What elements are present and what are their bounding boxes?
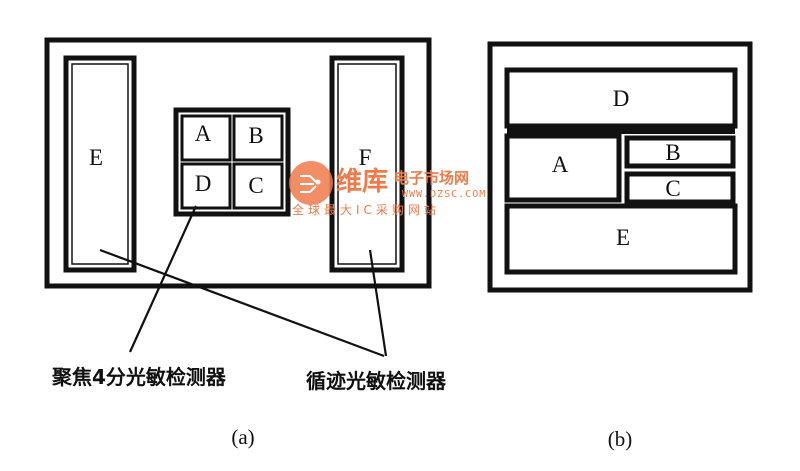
detector-b-e-label: E [616,225,630,250]
watermark: 维库 电子市场网 WWW.DZSC.COM 全球最大IC采购网站 [289,161,486,217]
detector-e-inner [71,63,129,265]
separator-bar [507,128,735,134]
quad-cell-c-label: C [248,173,263,198]
detector-b-a [504,133,622,203]
detector-b-b-label: B [665,140,680,165]
figure-b: D A B C E (b) [487,41,753,451]
quad-cell-a [180,114,232,162]
detector-b-e [504,203,738,275]
figure-a: E F A B D C 聚焦4分光敏检测器 循迹光敏检测器 (a) [44,37,447,449]
quad-cell-d [180,162,232,210]
quad-cell-c [232,162,284,210]
watermark-url: WWW.DZSC.COM [402,189,486,200]
figure-a-sublabel: (a) [231,425,254,449]
detector-b-d-label: D [613,86,630,111]
caption-focus-detector: 聚焦4分光敏检测器 [51,365,227,389]
quad-cell-a-label: A [195,121,212,146]
detector-b-a-label: A [552,152,569,177]
watermark-logo-icon [289,161,333,205]
detector-b-c-label: C [665,176,680,201]
detector-b-d [504,67,738,129]
watermark-market: 电子市场网 [394,169,469,187]
quad-cell-d-label: D [195,171,212,196]
detector-f-inner [337,63,397,265]
quad-cell-b [232,114,284,162]
leader-line-focus [128,205,198,353]
figure-b-sublabel: (b) [608,427,633,451]
leader-line-track-e [99,248,385,358]
detector-e-label: E [89,145,103,170]
leader-line-track-f [368,249,388,357]
watermark-brand: 维库 [336,166,388,197]
detector-b-b [624,135,736,169]
detector-f-label: F [359,145,372,170]
caption-track-detector: 循迹光敏检测器 [306,369,447,393]
watermark-slogan: 全球最大IC采购网站 [292,202,440,217]
detector-b-c [624,171,736,205]
quad-cell-b-label: B [248,123,263,148]
